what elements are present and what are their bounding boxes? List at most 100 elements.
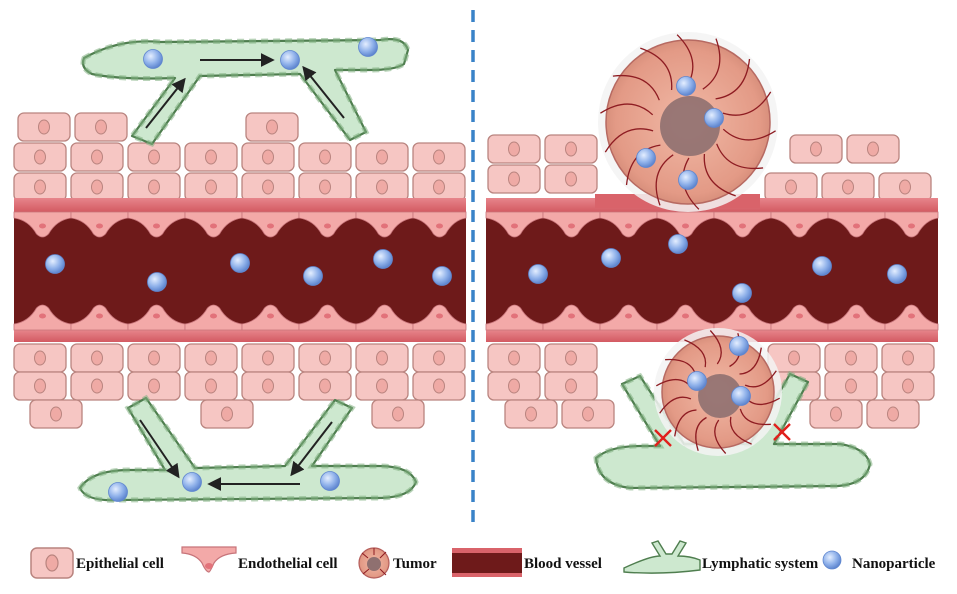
nanoparticle [636,148,656,168]
epithelial-cell [17,112,71,142]
epithelial-cell [184,343,238,373]
blood-vessel [485,194,939,342]
epithelial-cell [355,172,409,202]
legend [30,540,842,579]
blood-vessel-icon [452,548,522,577]
epithelial-cell [355,371,409,401]
nanoparticle [704,108,724,128]
epithelial-cell [70,142,124,172]
epithelial-cell [355,142,409,172]
blood-vessel [13,198,467,342]
epithelial-cell [487,371,541,401]
epithelial-cell [245,112,299,142]
epithelial-cell [298,343,352,373]
epithelial-cell [298,172,352,202]
epithelial-cell [241,172,295,202]
legend-label-endothelial: Endothelial cell [238,556,338,572]
nanoparticle [887,264,907,284]
nanoparticle-layer [45,37,907,502]
nanoparticle [303,266,323,286]
epithelial-cell [13,343,67,373]
flow-arrow [290,421,333,477]
epithelial-cell [764,172,818,202]
lymphatic-vessel [80,36,411,148]
epithelial-cell [184,172,238,202]
epithelial-cell [821,172,875,202]
nanoparticle [668,234,688,254]
epithelial-cell [504,399,558,429]
epithelial-cell [200,399,254,429]
nanoparticle [678,170,698,190]
epithelial-cell [846,134,900,164]
nanoparticle [358,37,378,57]
legend-label-blood-vessel: Blood vessel [524,556,602,572]
tumor-icon [358,547,390,579]
nanoparticle [182,472,202,492]
flow-arrow-layer [139,53,345,491]
blood-vessel-layer [13,194,939,342]
epithelial-cell [487,343,541,373]
epithelial-cell [881,371,935,401]
epithelial-cell [544,134,598,164]
epithelial-cell [13,371,67,401]
nanoparticle [143,49,163,69]
legend-label-lymphatic: Lymphatic system [702,556,819,572]
epithelial-cell [127,371,181,401]
endothelial-cell-icon [181,546,237,573]
epithelial-cell [127,142,181,172]
nanoparticle [45,254,65,274]
epithelial-cell [298,142,352,172]
flow-arrow [139,419,180,479]
nanoparticle [687,371,707,391]
nanoparticle [601,248,621,268]
epithelial-cell [355,343,409,373]
epithelial-cell [487,164,541,194]
nanoparticle [812,256,832,276]
epithelial-cell [866,399,920,429]
epithelial-cell [824,343,878,373]
flow-arrow [145,77,186,129]
epithelial-cell [767,343,821,373]
epithelial-cell [184,142,238,172]
lymphatic-vessel [593,370,873,491]
nanoparticle [108,482,128,502]
blocked-drainage-mark [654,429,672,447]
nanoparticle [732,283,752,303]
lymphatic-system-icon [623,540,701,574]
legend-label-tumor: Tumor [393,556,437,572]
tumor [654,328,782,456]
legend-label-epithelial: Epithelial cell [76,556,164,572]
epithelial-cell [487,134,541,164]
epithelial-cell [809,399,863,429]
epithelial-cell [544,164,598,194]
epithelial-cell-icon [30,547,74,579]
epithelial-cell [70,371,124,401]
epithelial-cell [789,134,843,164]
nanoparticle [729,336,749,356]
nanoparticle [528,264,548,284]
epithelial-cell [412,172,466,202]
epithelial-cell [127,343,181,373]
epithelial-cell [561,399,615,429]
nanoparticle-icon [822,550,842,570]
nanoparticle [676,76,696,96]
epithelial-cell [13,172,67,202]
epithelial-cell [371,399,425,429]
epithelial-layer [13,112,935,429]
epithelial-cell [298,371,352,401]
blocked-drainage-mark [773,423,791,441]
epithelial-cell [241,142,295,172]
epithelial-cell [241,371,295,401]
flow-arrow [302,65,345,119]
nanoparticle [432,266,452,286]
epithelial-cell [184,371,238,401]
epithelial-cell [544,343,598,373]
epithelial-cell [412,371,466,401]
nanoparticle [280,50,300,70]
epithelial-cell [70,172,124,202]
epithelial-cell [881,343,935,373]
nanoparticle [731,386,751,406]
epithelial-cell [74,112,128,142]
epithelial-cell [412,343,466,373]
